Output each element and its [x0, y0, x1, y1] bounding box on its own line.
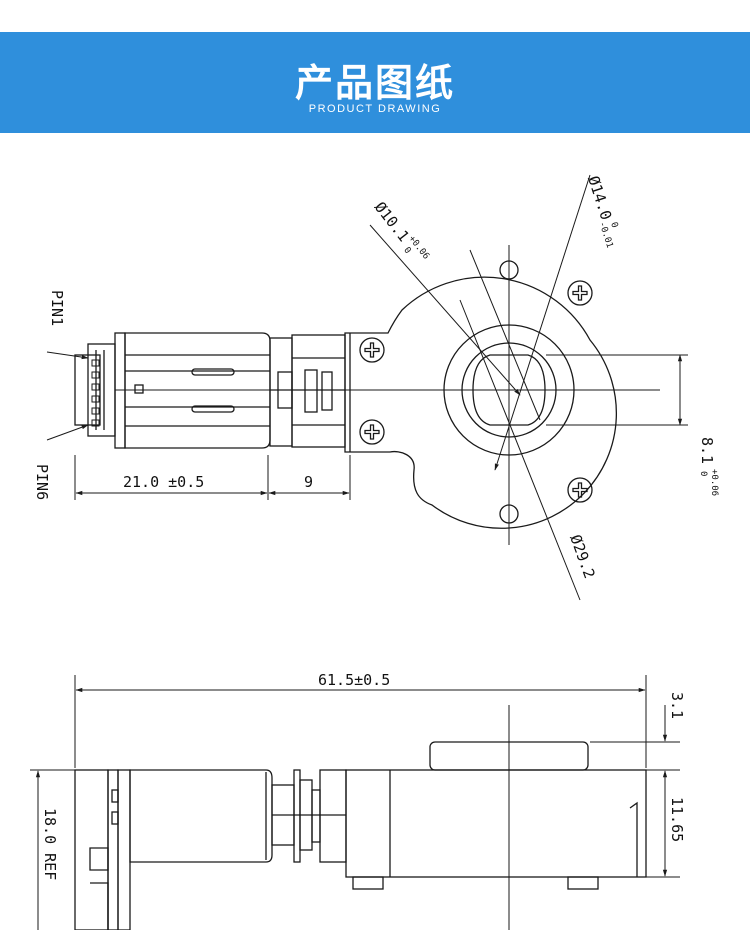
front-view: PIN1 PIN6 21.0 ±0.5 9 Ø10.1 +0.06 0 Ø14.…	[33, 174, 719, 601]
dim-boss-height: 3.1	[668, 692, 686, 719]
screw-icon	[567, 280, 593, 306]
side-gearbox	[271, 769, 347, 863]
screw-icon	[359, 337, 385, 363]
page-subtitle: PRODUCT DRAWING	[308, 103, 442, 115]
screw-icon	[359, 419, 385, 445]
side-housing	[345, 741, 647, 890]
side-motor	[129, 769, 273, 863]
gearbox	[269, 334, 346, 448]
dim-flat-group: 8.1 +0.06 0	[698, 437, 719, 496]
pin1-label: PIN1	[48, 290, 66, 326]
page-title: 产品图纸	[294, 61, 455, 105]
side-connector	[74, 769, 131, 930]
dim-shaft-group: Ø14.0 0 -0.01	[584, 174, 619, 250]
center-lines	[46, 174, 688, 601]
connector	[74, 343, 116, 437]
dim-ref-height: 18.0 REF	[41, 808, 59, 880]
header-banner: 产品图纸 PRODUCT DRAWING	[0, 32, 750, 133]
dim-outer-diameter: Ø29.2	[566, 532, 598, 581]
dim-total-length: 61.5±0.5	[318, 671, 390, 689]
screw-icon	[567, 477, 593, 503]
mounting-plate	[344, 276, 618, 529]
pin6-label: PIN6	[33, 464, 51, 500]
dim-bore: Ø10.1	[371, 198, 413, 245]
dim-gear-length: 9	[304, 473, 313, 491]
dim-flat: 8.1	[698, 437, 716, 464]
motor-body	[114, 332, 271, 449]
side-view: 61.5±0.5 3.1 11.65 18.0 REF	[30, 671, 686, 930]
dim-shaft: Ø14.0	[584, 174, 615, 223]
side-dimensions	[30, 675, 680, 930]
dim-shaft-tol-upper: 0	[608, 221, 619, 229]
dim-body-height: 11.65	[668, 797, 686, 842]
dim-motor-length: 21.0 ±0.5	[123, 473, 204, 491]
dim-bore-tol-lower: 0	[401, 246, 412, 256]
dim-flat-tol-upper: +0.06	[709, 469, 719, 496]
dim-flat-tol-lower: 0	[698, 471, 708, 476]
dim-bore-group: Ø10.1 +0.06 0	[371, 198, 431, 261]
